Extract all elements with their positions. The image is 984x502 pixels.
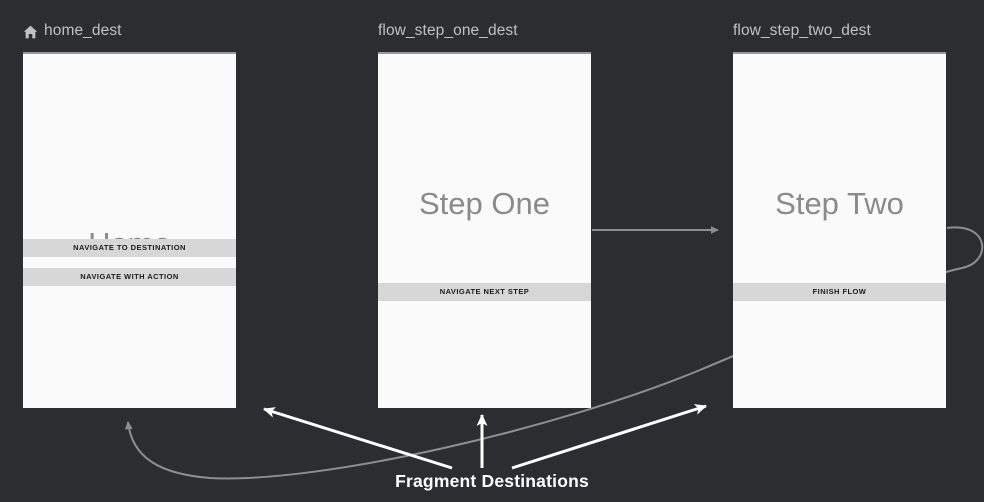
home-icon (23, 25, 38, 39)
callout-arrow-to-flow-step-two-dest (511, 404, 707, 470)
callout-label: Fragment Destinations (395, 471, 589, 491)
node-preview-home-dest[interactable]: Home NAVIGATE TO DESTINATION NAVIGATE WI… (23, 52, 236, 408)
node-label-text: flow_step_one_dest (378, 22, 518, 39)
node-label-flow-step-two-dest: flow_step_two_dest (733, 22, 871, 40)
node-preview-flow-step-one-dest[interactable]: Step One NAVIGATE NEXT STEP (378, 52, 591, 408)
node-label-home-dest: home_dest (23, 22, 122, 40)
node-label-text: flow_step_two_dest (733, 22, 871, 39)
preview-button-navigate-next-step[interactable]: NAVIGATE NEXT STEP (378, 283, 591, 301)
preview-button-finish-flow[interactable]: FINISH FLOW (733, 283, 946, 301)
preview-button-navigate-with-action[interactable]: NAVIGATE WITH ACTION (23, 268, 236, 286)
node-preview-flow-step-two-dest[interactable]: Step Two FINISH FLOW (733, 52, 946, 408)
node-label-flow-step-one-dest: flow_step_one_dest (378, 22, 518, 40)
node-label-text: home_dest (44, 22, 122, 39)
preview-button-navigate-to-destination[interactable]: NAVIGATE TO DESTINATION (23, 239, 236, 257)
preview-title: Step Two (775, 186, 904, 221)
preview-title: Step One (419, 186, 550, 221)
callout-arrow-to-home-dest (263, 407, 453, 470)
